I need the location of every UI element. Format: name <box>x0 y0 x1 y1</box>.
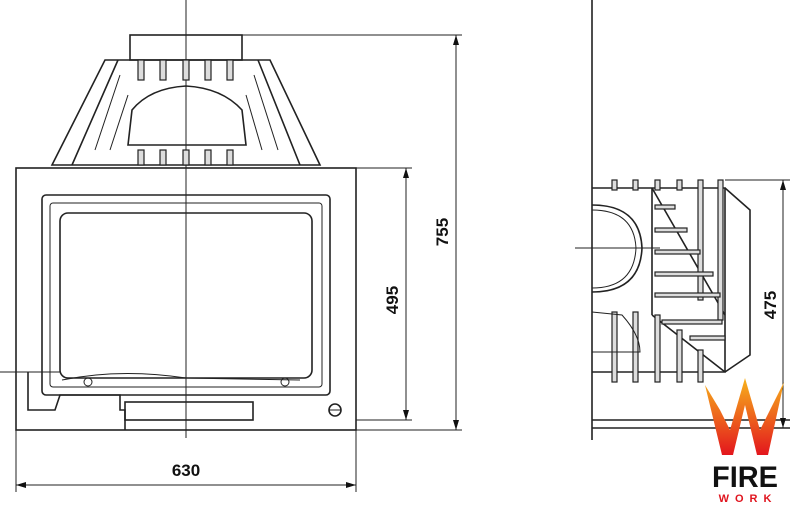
firework-logo: FIRE WORK <box>705 378 784 505</box>
side-view: 475 <box>575 0 790 440</box>
flame-w-icon <box>705 378 784 455</box>
dimension-495: 495 <box>356 167 412 421</box>
dimension-label-495: 495 <box>383 286 402 314</box>
side-ribs <box>611 179 726 383</box>
dimension-475: 475 <box>725 179 790 428</box>
dimension-label-755: 755 <box>433 218 452 246</box>
hood-ribs <box>94 59 279 166</box>
dimension-630: 630 <box>15 430 357 492</box>
logo-text-work: WORK <box>719 493 778 505</box>
hood-opening <box>127 85 247 146</box>
ash-area <box>27 372 126 430</box>
dimension-755: 755 <box>242 34 462 431</box>
dimension-label-630: 630 <box>172 461 200 480</box>
front-view: 630 495 755 <box>0 0 462 492</box>
dimension-label-475: 475 <box>761 291 780 319</box>
hood <box>50 59 322 166</box>
logo-text-fire: FIRE <box>712 461 778 494</box>
ash-drawer <box>124 401 254 421</box>
fireplace-body <box>15 167 357 431</box>
door-frame <box>41 194 331 396</box>
side-collar <box>591 204 643 293</box>
